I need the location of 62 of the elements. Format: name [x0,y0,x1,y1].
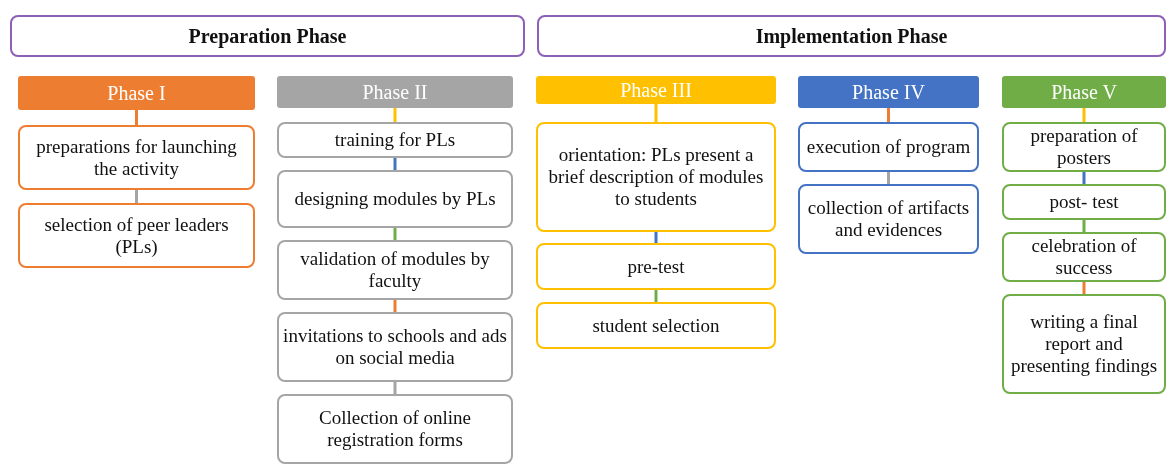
connector [393,108,397,122]
phase-label: Phase V [1051,80,1117,104]
phase-title: Implementation Phase [755,24,948,48]
connector [393,382,397,394]
connector [1082,220,1086,232]
connector [1082,282,1086,294]
step-text: Collection of online registration forms [318,407,472,451]
step-box [1002,122,1166,172]
step-text: celebration of success [1030,235,1138,279]
step-text: preparations for launching the activity [35,135,238,180]
step-text: pre-test [627,255,685,278]
step-text: invitations to schools and ads on social media [283,325,507,369]
connector [393,158,397,170]
connector [393,228,397,240]
connector [393,300,397,312]
step-text: post- test [1049,191,1119,213]
step-box [277,312,513,382]
step-box [798,122,979,172]
step-box [536,122,776,232]
phase-header [18,76,255,110]
connector [135,190,138,203]
step-text: training for PLs [334,129,456,151]
connector [1082,108,1086,122]
step-box [277,122,513,158]
step-text: selection of peer leaders (PLs) [43,213,230,258]
step-text: designing modules by PLs [294,188,496,210]
connector [887,108,890,122]
phase-title: Preparation Phase [188,24,347,48]
connector [135,110,138,125]
step-text: collection of artifacts and evidences [806,197,971,241]
step-box [1002,184,1166,220]
connector [654,104,658,122]
connector [1082,172,1086,184]
connector [654,232,658,243]
phase-header [536,76,776,104]
phase-label: Phase II [362,80,428,104]
step-text: writing a final report and presenting findings [1009,311,1159,377]
step-text: validation of modules by faculty [299,248,491,292]
phase-label: Phase I [107,81,166,105]
connector [654,290,658,302]
step-text: execution of program [806,136,971,158]
step-box [277,394,513,464]
step-box [18,125,255,190]
step-box [798,184,979,254]
phase-band [10,15,525,57]
step-box [1002,232,1166,282]
step-text: preparation of posters [1029,125,1139,169]
step-box [277,170,513,228]
connector [887,172,890,184]
phase-label: Phase III [620,78,692,102]
step-box [277,240,513,300]
step-box [1002,294,1166,394]
step-text: student selection [592,314,720,337]
phase-header [277,76,513,108]
phase-label: Phase IV [852,80,925,104]
step-box [536,302,776,349]
step-box [18,203,255,268]
step-text: orientation: PLs present a brief description of modules to students [547,144,765,210]
phase-header [798,76,979,108]
phase-band [537,15,1166,57]
phase-header [1002,76,1166,108]
step-box [536,243,776,290]
